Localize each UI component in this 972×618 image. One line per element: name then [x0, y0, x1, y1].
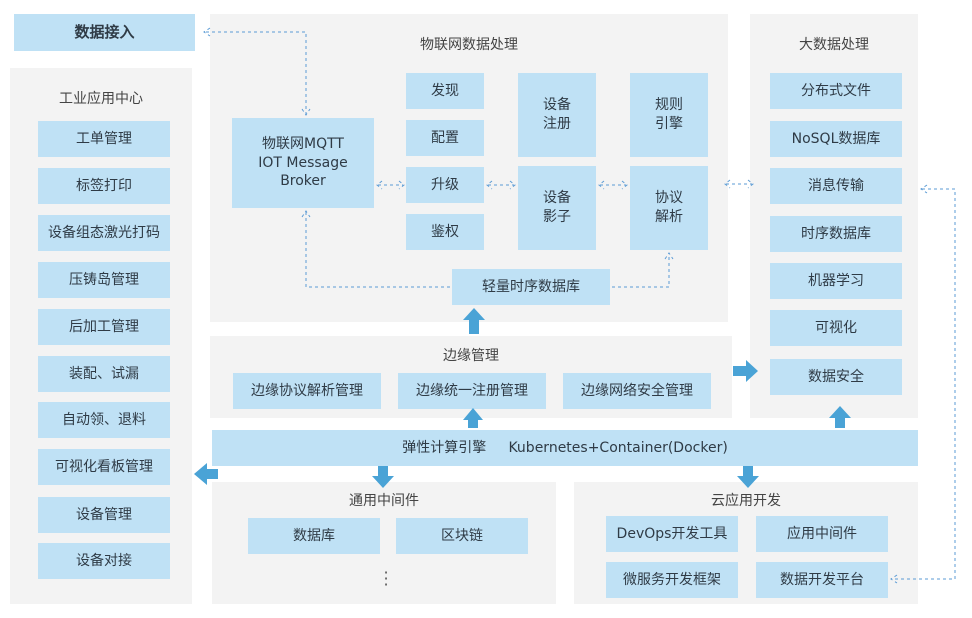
arrowhead-icon: [920, 184, 928, 194]
industrial-item: 可视化看板管理: [38, 449, 170, 485]
industrial-item: 压铸岛管理: [38, 262, 170, 298]
cloud-item: 数据开发平台: [756, 562, 888, 598]
bigdata-title: 大数据处理: [799, 37, 869, 53]
industrial-item: 自动领、退料: [38, 402, 170, 438]
iot-function-config: 配置: [406, 120, 484, 156]
edge-title: 边缘管理: [443, 348, 499, 364]
edge-item: 边缘协议解析管理: [233, 373, 381, 409]
more-ellipsis-icon: ···: [383, 563, 389, 594]
iot-function-auth: 鉴权: [406, 214, 484, 250]
bigdata-item: 消息传输: [770, 168, 902, 204]
middleware-title: 通用中间件: [349, 493, 419, 509]
industrial-title: 工业应用中心: [59, 91, 143, 107]
bigdata-item: 可视化: [770, 310, 902, 346]
edge-item: 边缘网络安全管理: [563, 373, 711, 409]
iot-function-discover: 发现: [406, 73, 484, 109]
bigdata-item: NoSQL数据库: [770, 121, 902, 157]
compute-engine-bar: 弹性计算引擎 Kubernetes+Container(Docker): [212, 430, 918, 466]
mqtt-broker-box: 物联网MQTT IOT Message Broker: [232, 118, 374, 208]
cloud-item: 微服务开发框架: [606, 562, 738, 598]
cloud-title: 云应用开发: [711, 493, 781, 509]
industrial-item: 设备管理: [38, 497, 170, 533]
protocol-parse-box: 协议 解析: [630, 166, 708, 250]
cloud-item: DevOps开发工具: [606, 516, 738, 552]
industrial-item: 设备组态激光打码: [38, 215, 170, 251]
bigdata-item: 机器学习: [770, 263, 902, 299]
bigdata-item: 时序数据库: [770, 216, 902, 252]
middleware-item: 区块链: [396, 518, 528, 554]
edge-item: 边缘统一注册管理: [398, 373, 546, 409]
industrial-item: 设备对接: [38, 543, 170, 579]
light-tsdb-box: 轻量时序数据库: [452, 269, 610, 305]
industrial-item: 装配、试漏: [38, 356, 170, 392]
rule-engine-box: 规则 引擎: [630, 73, 708, 157]
device-register-box: 设备 注册: [518, 73, 596, 157]
iot-title: 物联网数据处理: [420, 37, 518, 53]
middleware-item: 数据库: [248, 518, 380, 554]
device-shadow-box: 设备 影子: [518, 166, 596, 250]
iot-function-upgrade: 升级: [406, 167, 484, 203]
bigdata-item: 数据安全: [770, 359, 902, 395]
industrial-item: 后加工管理: [38, 309, 170, 345]
industrial-item: 标签打印: [38, 168, 170, 204]
cloud-item: 应用中间件: [756, 516, 888, 552]
data-access-box: 数据接入: [14, 14, 195, 51]
bigdata-item: 分布式文件: [770, 73, 902, 109]
industrial-item: 工单管理: [38, 121, 170, 157]
